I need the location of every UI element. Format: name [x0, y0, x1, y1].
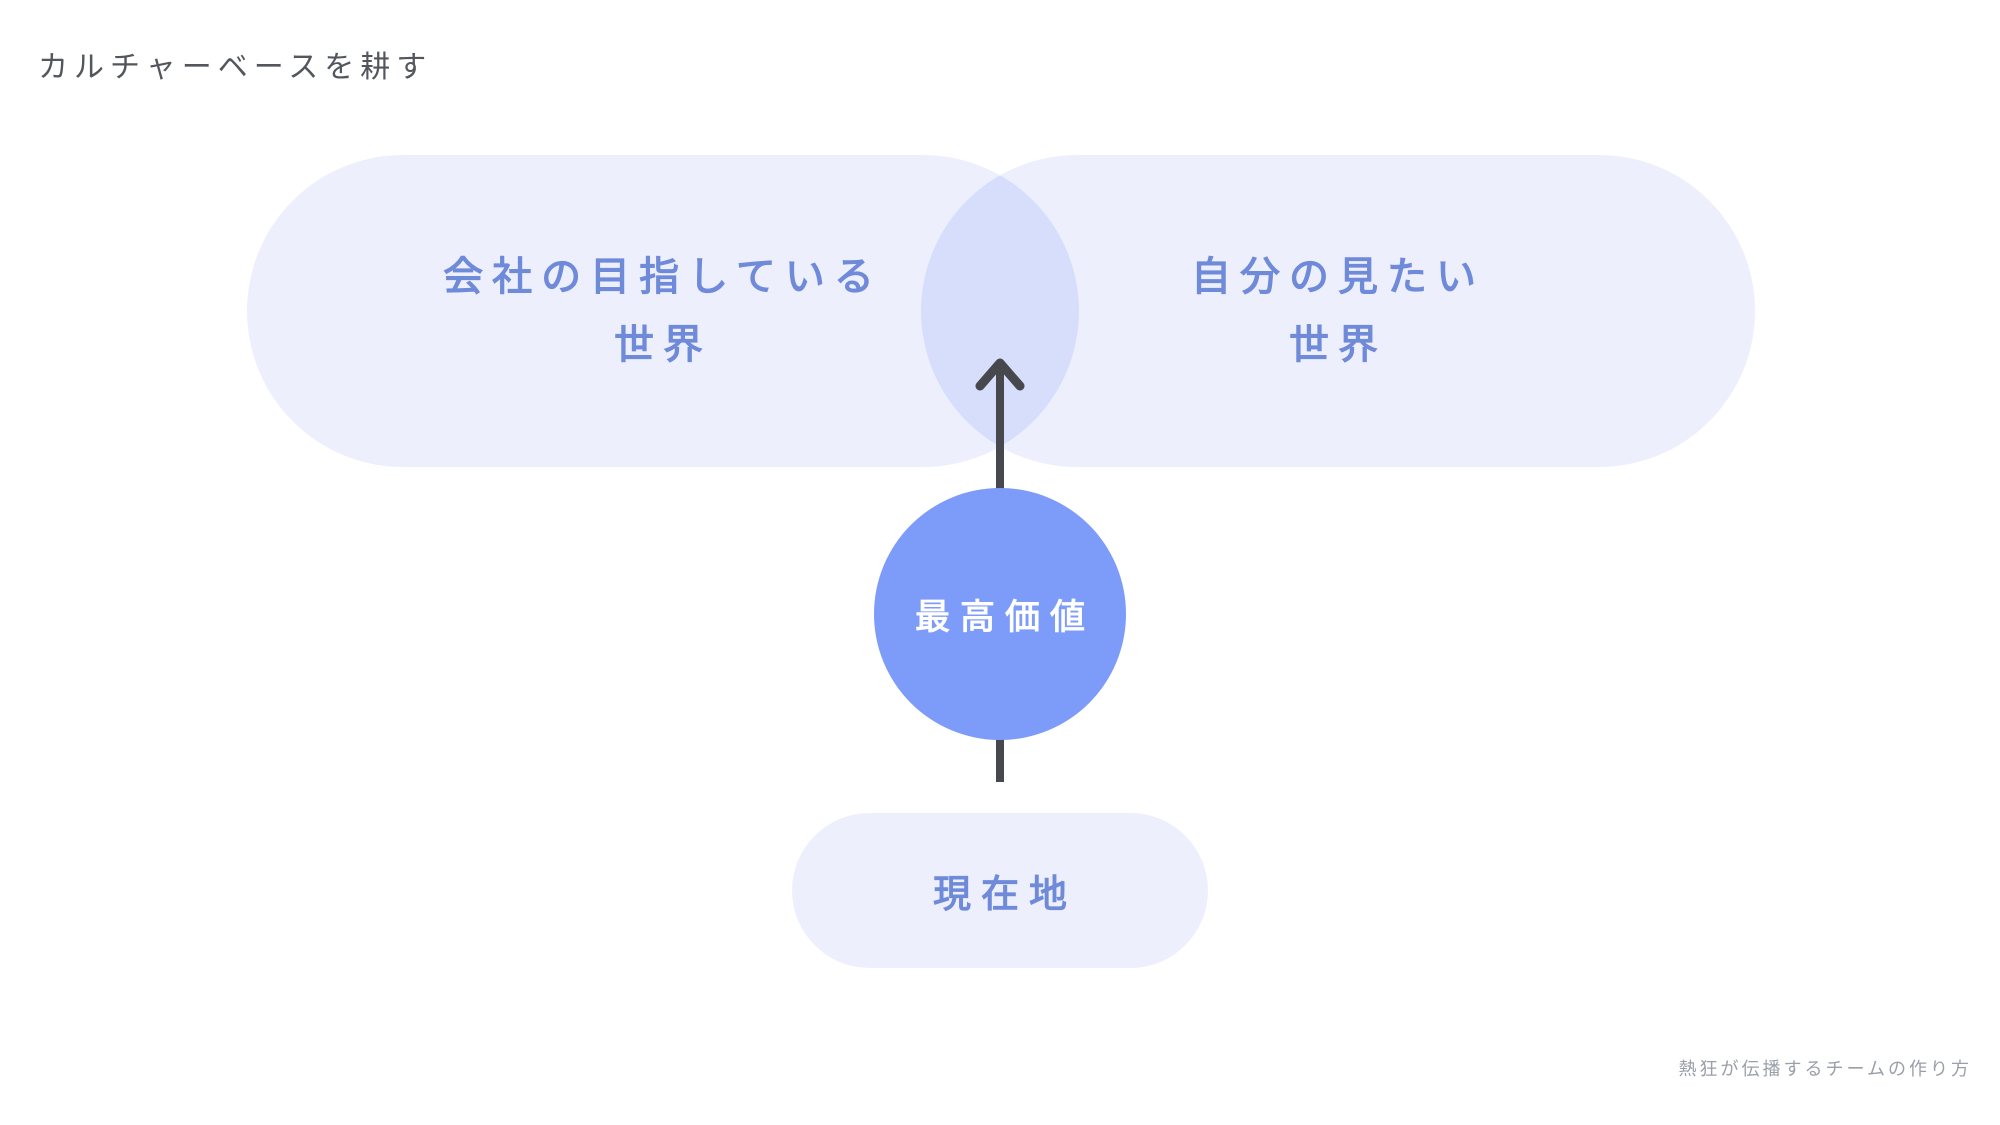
footer-caption: 熱狂が伝播するチームの作り方	[1678, 1059, 1972, 1079]
page-title: カルチャーベースを耕す	[38, 51, 433, 84]
left-pill-shape	[247, 155, 1079, 467]
bottom-pill-shape	[792, 813, 1208, 968]
right-pill-shape	[921, 155, 1755, 467]
center-circle-shape	[874, 488, 1126, 740]
